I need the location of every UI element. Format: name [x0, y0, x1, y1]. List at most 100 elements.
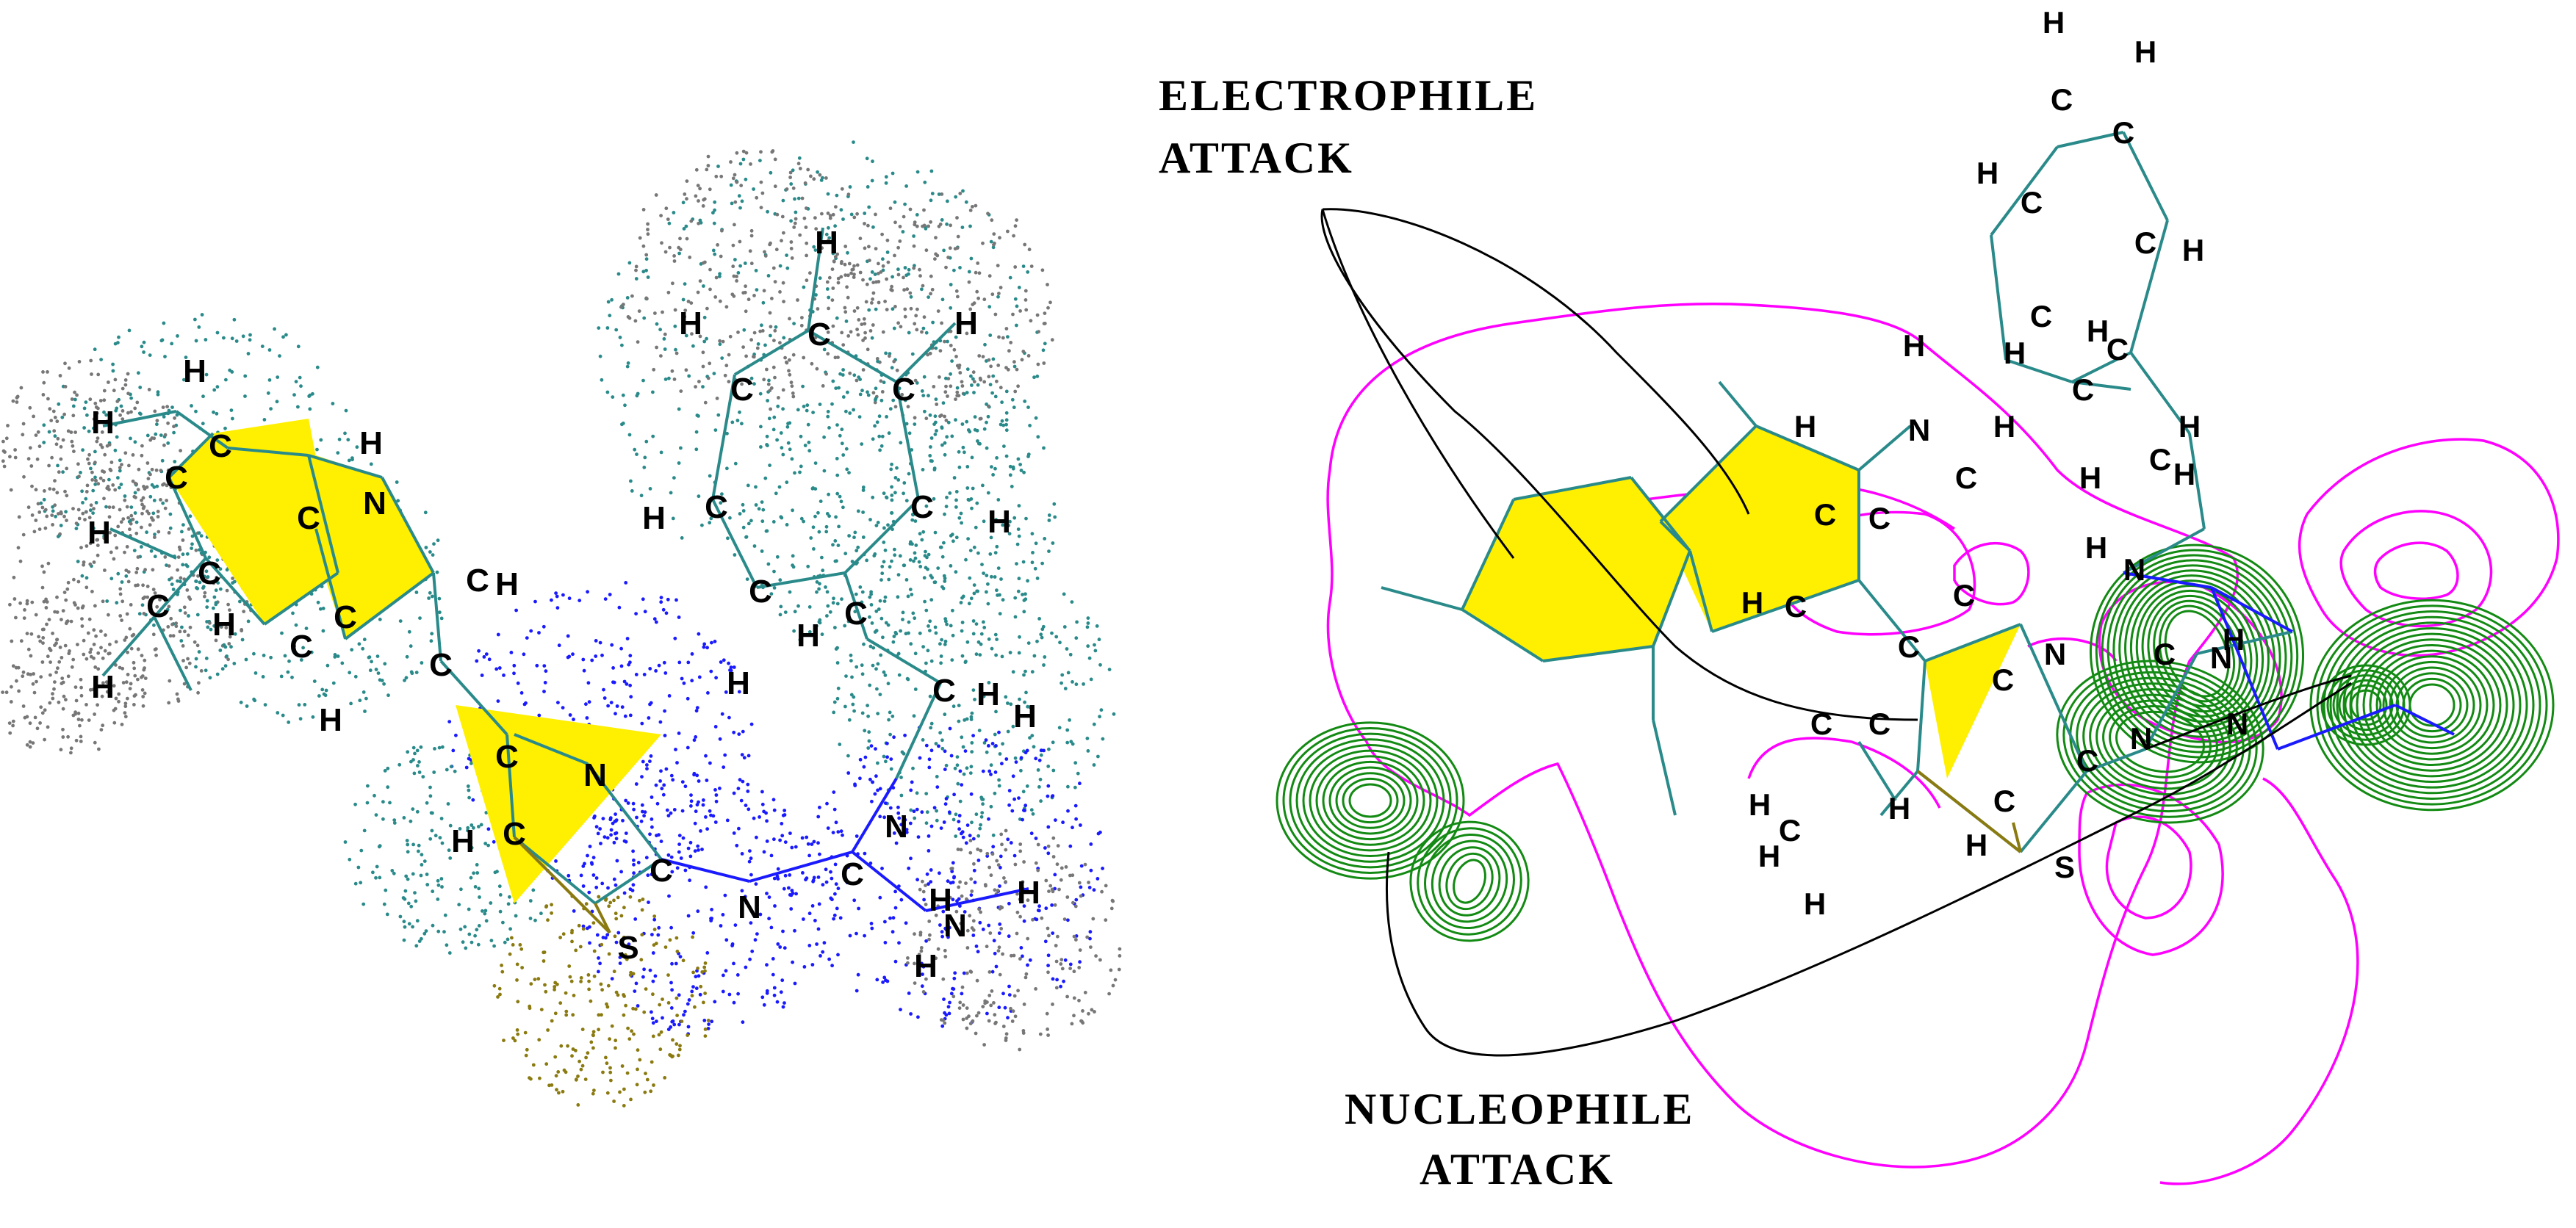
surface-dot — [946, 420, 951, 425]
surface-dot — [57, 700, 61, 704]
surface-dot — [835, 696, 840, 701]
surface-dot — [778, 578, 782, 582]
surface-dot — [791, 394, 796, 399]
surface-dot — [120, 463, 123, 466]
surface-dot — [836, 543, 841, 547]
surface-dot — [47, 463, 51, 468]
surface-dot — [772, 415, 777, 419]
surface-dot — [1043, 939, 1048, 944]
surface-dot — [600, 378, 604, 382]
surface-dot — [124, 680, 129, 685]
surface-dot — [904, 184, 908, 188]
surface-dot — [1022, 610, 1026, 614]
surface-dot — [382, 682, 386, 686]
surface-dot — [791, 891, 795, 895]
surface-dot — [591, 1033, 595, 1037]
surface-dot — [53, 680, 57, 684]
surface-dot — [641, 897, 645, 901]
surface-dot — [539, 911, 543, 916]
surface-dot — [868, 329, 873, 333]
surface-dot — [649, 754, 653, 758]
surface-dot — [724, 690, 728, 694]
surface-dot — [1015, 542, 1020, 546]
surface-dot — [705, 951, 710, 955]
surface-dot — [939, 413, 943, 417]
surface-dot — [955, 763, 960, 768]
surface-dot — [880, 571, 885, 576]
surface-dot — [683, 868, 688, 873]
surface-dot — [1047, 549, 1051, 553]
surface-dot — [958, 1000, 963, 1005]
surface-dot — [1010, 485, 1014, 488]
surface-dot — [849, 693, 854, 697]
bond — [109, 527, 177, 560]
surface-dot — [176, 568, 180, 572]
contour-ring — [2158, 604, 2236, 703]
surface-dot — [976, 439, 979, 443]
atom-label-c: C — [2112, 115, 2134, 150]
atom-label-c: C — [495, 739, 519, 775]
surface-dot — [849, 653, 853, 657]
surface-dot — [467, 788, 471, 792]
surface-dot — [84, 544, 89, 548]
surface-dot — [597, 326, 601, 330]
surface-dot — [190, 534, 195, 538]
surface-dot — [1051, 855, 1056, 859]
surface-dot — [672, 808, 677, 812]
surface-dot — [528, 899, 533, 903]
surface-dot — [42, 497, 46, 502]
surface-dot — [654, 669, 658, 673]
surface-dot — [30, 600, 35, 604]
surface-dot — [943, 452, 947, 457]
atom-label-n: N — [583, 757, 607, 793]
surface-dot — [278, 354, 281, 358]
atom-label-h: H — [1993, 409, 2015, 444]
surface-dot — [772, 586, 777, 590]
surface-dot — [636, 861, 641, 864]
surface-dot — [433, 834, 438, 838]
surface-dot — [978, 920, 982, 925]
surface-dot — [321, 607, 325, 610]
surface-dot — [811, 486, 815, 490]
surface-dot — [759, 150, 763, 154]
surface-dot — [876, 662, 880, 666]
surface-dot — [606, 983, 611, 988]
surface-dot — [85, 413, 89, 417]
surface-dot — [943, 768, 947, 771]
surface-dot — [971, 377, 975, 381]
surface-dot — [927, 394, 930, 398]
surface-dot — [666, 597, 670, 602]
surface-dot — [841, 505, 845, 510]
surface-dot — [109, 413, 113, 417]
surface-dot — [550, 911, 553, 915]
surface-dot — [1001, 336, 1005, 340]
surface-dot — [79, 693, 84, 698]
surface-dot — [60, 618, 63, 621]
surface-dot — [885, 741, 889, 745]
surface-dot — [357, 642, 361, 646]
surface-dot — [1046, 844, 1051, 848]
surface-dot — [880, 232, 884, 236]
surface-dot — [828, 214, 832, 218]
surface-dot — [687, 374, 691, 378]
surface-dot — [697, 800, 700, 804]
surface-dot — [816, 927, 821, 931]
surface-dot — [824, 176, 828, 180]
surface-dot — [1036, 868, 1040, 873]
bond — [586, 762, 663, 861]
surface-dot — [943, 955, 948, 958]
surface-dot — [706, 1027, 710, 1030]
surface-dot — [445, 943, 449, 947]
atom-label-h: H — [495, 566, 519, 602]
surface-dot — [296, 344, 301, 349]
surface-dot — [67, 651, 71, 656]
surface-dot — [628, 713, 633, 718]
surface-dot — [47, 618, 51, 621]
surface-dot — [1071, 680, 1074, 684]
surface-dot — [737, 690, 741, 694]
surface-dot — [635, 452, 638, 456]
surface-dot — [62, 590, 67, 594]
surface-dot — [943, 802, 948, 806]
surface-dot — [907, 866, 911, 870]
